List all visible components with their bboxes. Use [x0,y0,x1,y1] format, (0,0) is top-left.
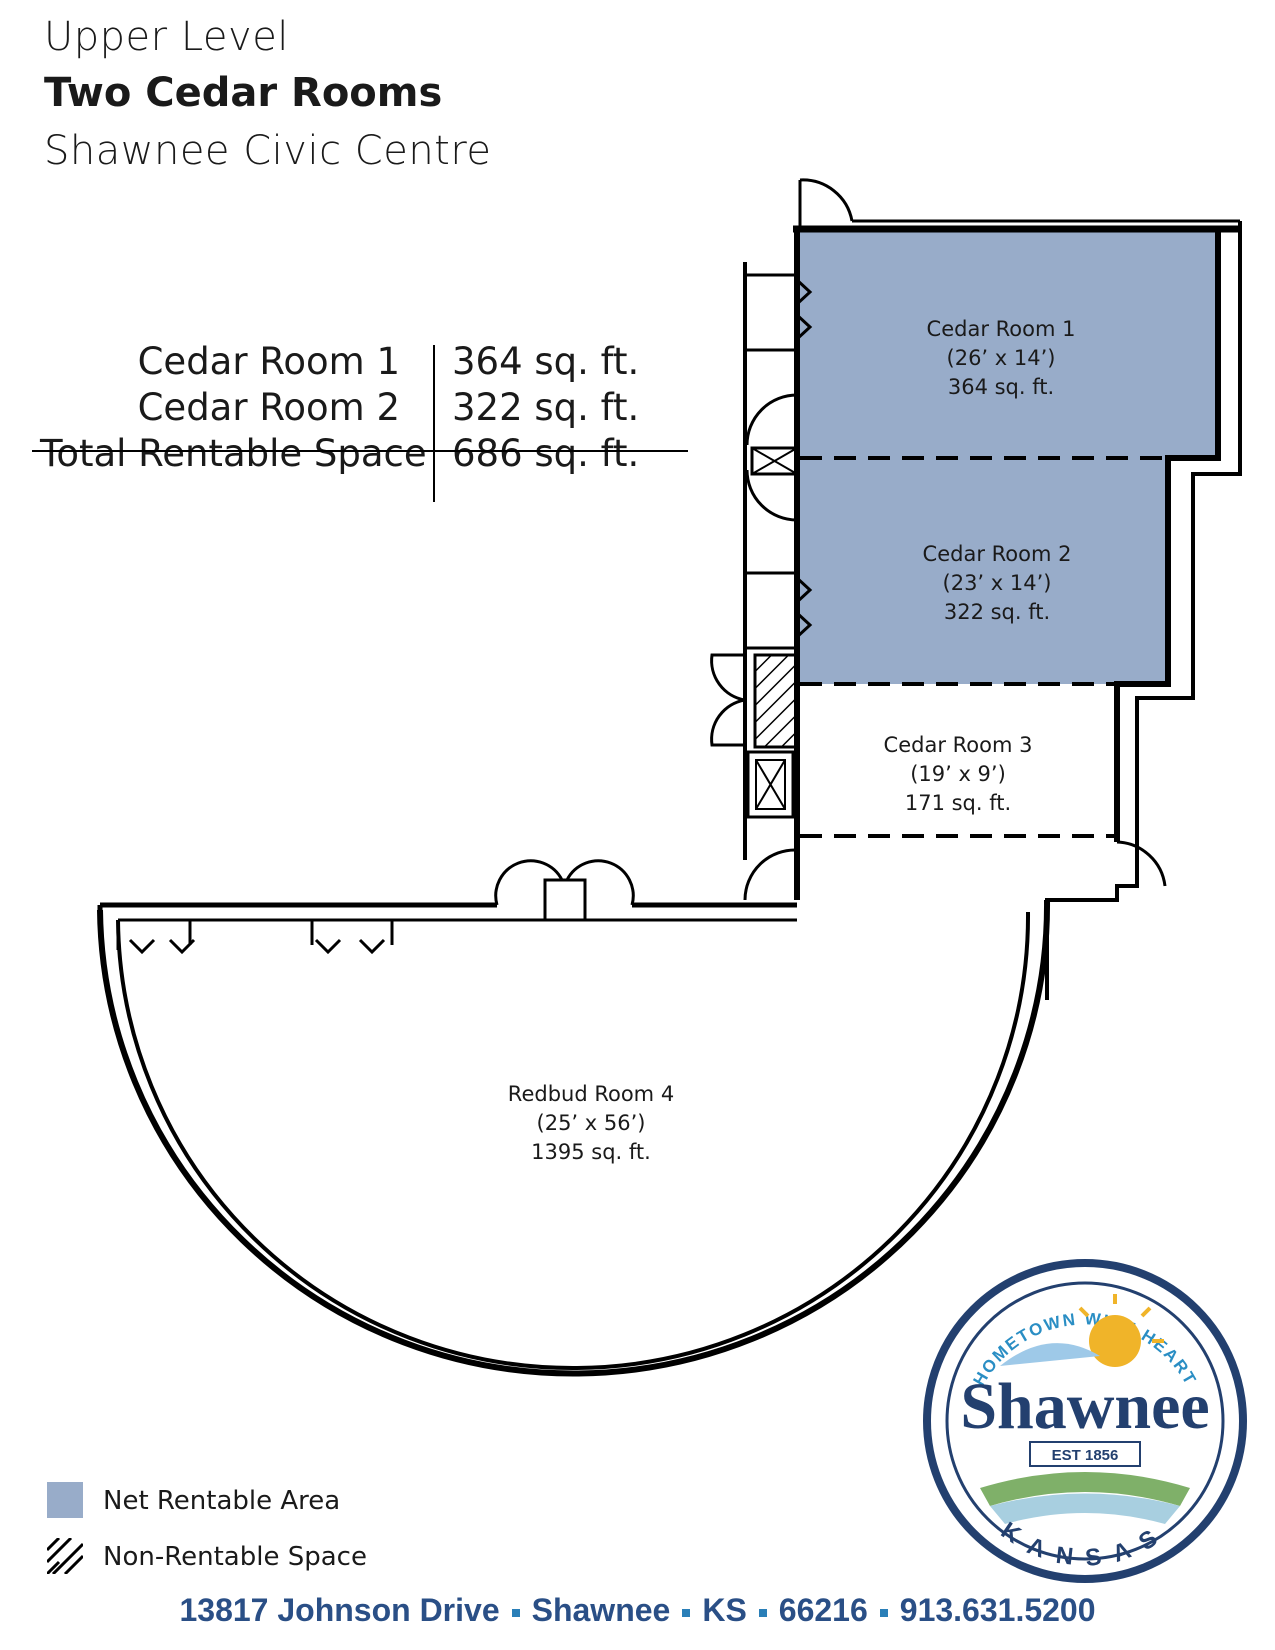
contact-footer: 13817 Johnson Drive Shawnee KS 66216 913.631… [0,1592,1275,1629]
cedar-room-1-dims: (26’ x 14’) [947,346,1056,370]
summary-value-cedar-2: 322 sq. ft. [452,386,640,429]
cedar-room-2-area [797,458,1167,684]
logo-est: EST 1856 [1052,1447,1119,1464]
separator-square-icon [879,1608,888,1617]
footer-city: Shawnee [531,1592,671,1628]
cedar-room-3-name: Cedar Room 3 [884,733,1033,757]
cedar-room-1-area [797,230,1217,458]
title-rooms: Two Cedar Rooms [44,70,443,116]
shawnee-logo: HOMETOWN WITH HEART Shawnee EST 1856 KAN… [923,1259,1247,1583]
cedar-room-3-area-label: 171 sq. ft. [905,791,1011,815]
summary-value-cedar-1: 364 sq. ft. [452,340,640,383]
legend-rentable-label: Net Rentable Area [103,1486,341,1516]
footer-address: 13817 Johnson Drive [179,1592,500,1628]
cedar-room-2-area-label: 322 sq. ft. [944,600,1050,624]
summary-label-cedar-1: Cedar Room 1 [137,340,400,383]
title-venue: Shawnee Civic Centre [44,128,492,174]
footer-state: KS [702,1592,747,1628]
legend-hatch-swatch [47,1538,83,1574]
cedar-room-2-dims: (23’ x 14’) [943,571,1052,595]
redbud-room-4-dims: (25’ x 56’) [537,1111,646,1135]
redbud-room-4-name: Redbud Room 4 [508,1082,674,1106]
footer-zip: 66216 [778,1592,868,1628]
separator-square-icon [758,1608,767,1617]
summary-label-cedar-2: Cedar Room 2 [137,386,400,429]
summary-value-total: 686 sq. ft. [452,432,640,475]
separator-square-icon [511,1608,520,1617]
cedar-room-3-dims: (19’ x 9’) [910,762,1006,786]
cedar-room-1-area-label: 364 sq. ft. [948,375,1054,399]
cedar-room-2-name: Cedar Room 2 [923,542,1072,566]
summary-label-total: Total Rentable Space [40,432,427,475]
legend-rentable-swatch [47,1482,83,1518]
footer-phone[interactable]: 913.631.5200 [899,1592,1096,1628]
separator-square-icon [682,1608,691,1617]
redbud-room-4-area-label: 1395 sq. ft. [531,1140,651,1164]
legend-non-rentable-label: Non-Rentable Space [103,1542,367,1572]
title-level: Upper Level [44,14,289,60]
cedar-room-1-name: Cedar Room 1 [927,317,1076,341]
logo-wordmark: Shawnee [960,1370,1209,1443]
